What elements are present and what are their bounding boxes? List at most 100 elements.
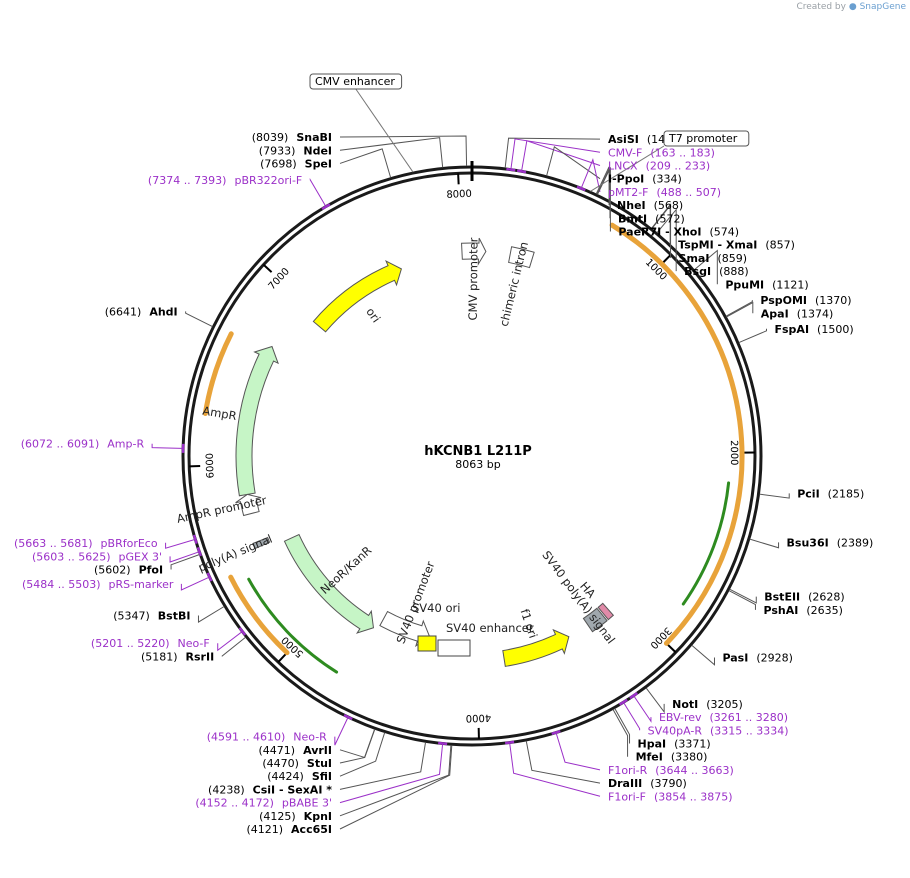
sv40-enhancer-box (437, 639, 471, 657)
site-label-fspai: FspAI(1500) (775, 323, 854, 336)
site-position: (5663 .. 5681) (14, 537, 93, 550)
site-position: (2628) (808, 591, 845, 604)
site-leader-line (614, 708, 631, 744)
site-position: (334) (652, 173, 682, 186)
site-position: (2185) (828, 487, 865, 500)
ha-feature (597, 602, 615, 621)
site-position: (5603 .. 5625) (32, 550, 111, 563)
site-label-amp-r: (6072 .. 6091)Amp-R (21, 438, 145, 451)
site-label-mfei: MfeI(3380) (636, 751, 708, 764)
site-position: (3261 .. 3280) (710, 711, 789, 724)
site-position: (2928) (756, 652, 793, 665)
site-name: Amp-R (107, 438, 144, 451)
site-position: (2389) (837, 536, 874, 549)
site-label-pshai: PshAI(2635) (763, 604, 842, 617)
site-leader-line (645, 687, 665, 714)
primer-mark (504, 740, 515, 745)
site-label-sfii: (4424)SfiI (267, 770, 332, 783)
site-leader-line (339, 744, 444, 804)
primer-mark (206, 572, 213, 582)
site-position: (4152 .. 4172) (195, 797, 274, 810)
site-position: (5484 .. 5503) (22, 578, 101, 591)
plasmid-size: 8063 bp (455, 458, 500, 471)
primer-mark (618, 698, 628, 706)
site-position: (6641) (105, 305, 142, 318)
site-label-ahdi: (6641)AhdI (105, 305, 178, 318)
site-position: (4121) (246, 823, 283, 836)
ori-label: ori (363, 305, 383, 325)
site-label-bmti: BmtI(572) (618, 212, 685, 225)
primer-mark (516, 169, 527, 174)
site-label-smai: SmaI(859) (679, 252, 748, 265)
sv40-poly-a-signal-feature (582, 607, 608, 633)
site-leader-line (217, 631, 242, 652)
cmv-enhancer-box (309, 73, 403, 90)
sv40-enhancer-label: SV40 enhancer (446, 621, 534, 635)
site-position: (3380) (671, 751, 708, 764)
site-position: (5181) (141, 650, 178, 663)
site-position: (1374) (797, 307, 834, 320)
site-position: (3205) (706, 698, 743, 711)
site-label-pcii: PciI (2185) (797, 487, 864, 500)
site-position: (209 .. 233) (646, 159, 711, 172)
site-leader-line (726, 301, 754, 318)
site-label-bstbi: (5347)BstBI (113, 609, 190, 622)
site-label-apai: ApaI(1374) (761, 307, 833, 320)
snapgene-logo-icon: ● (848, 2, 857, 12)
primer-mark (238, 627, 247, 636)
site-position: (163 .. 183) (650, 146, 715, 159)
site-name: CsiI - SexAI * (253, 783, 333, 796)
site-position: (5602) (94, 564, 131, 577)
site-leader-line (339, 137, 444, 168)
site-position: (574) (709, 225, 739, 238)
site-leader-line (169, 551, 199, 563)
site-leader-line (180, 576, 209, 591)
site-name: SV40pA-R (648, 724, 703, 737)
site-name: AsiSI (608, 133, 639, 146)
site-leader-line (509, 743, 601, 797)
site-name: I-PpoI (608, 173, 644, 186)
primer-mark (576, 185, 586, 192)
poly-a-signal-feature (252, 536, 271, 550)
site-label-f1ori-r: F1ori-R(3644 .. 3663) (608, 764, 734, 777)
tick-label: 2000 (728, 440, 739, 466)
site-position: (7374 .. 7393) (148, 174, 227, 187)
tick-mark (262, 263, 273, 273)
site-leader-line (546, 145, 601, 180)
site-label-f1ori-f: F1ori-F(3854 .. 3875) (608, 790, 733, 803)
ampr-label: AmpR (201, 404, 237, 423)
site-labels: AsiSI(147)CMV-F(163 .. 183)LNCX(209 .. 2… (14, 73, 874, 836)
credit-brand: SnapGene (859, 2, 906, 12)
site-name: PasI (722, 652, 748, 665)
site-leader-line (309, 178, 326, 207)
site-label-neo-f: (5201 .. 5220)Neo-F (91, 637, 210, 650)
t7-promoter-label: T7 promoter (668, 132, 738, 145)
primer-mark (551, 729, 561, 735)
primer-mark (506, 167, 516, 172)
site-name: LNCX (608, 159, 638, 172)
site-name: StuI (307, 757, 332, 770)
site-leader-line (339, 742, 427, 790)
neor-kanr-feature (283, 533, 375, 634)
boxed-label-leader (355, 88, 414, 173)
plasmid-name: hKCNB1 L211P (424, 444, 532, 459)
site-position: (568) (654, 199, 684, 212)
site-label-snabi: (8039)SnaBI (252, 131, 332, 144)
credit-prefix: Created by (796, 2, 846, 12)
site-name: PciI (797, 487, 819, 500)
boxed-label-leader (590, 145, 665, 192)
site-label-acc65i: (4121)Acc65I (246, 823, 332, 836)
site-leader-line (725, 300, 753, 317)
site-leader-line (623, 702, 641, 731)
site-leader-line (185, 311, 213, 328)
site-leader-line (334, 717, 349, 746)
site-name: SnaBI (296, 131, 332, 144)
site-name: PspOMI (760, 294, 807, 307)
site-name: SfiI (312, 770, 332, 783)
site-leader-line (165, 539, 195, 549)
site-name: SpeI (305, 157, 332, 170)
site-position: (1500) (817, 323, 854, 336)
green-orf-arc (681, 481, 731, 606)
site-label-neo-r: (4591 .. 4610)Neo-R (207, 731, 327, 744)
